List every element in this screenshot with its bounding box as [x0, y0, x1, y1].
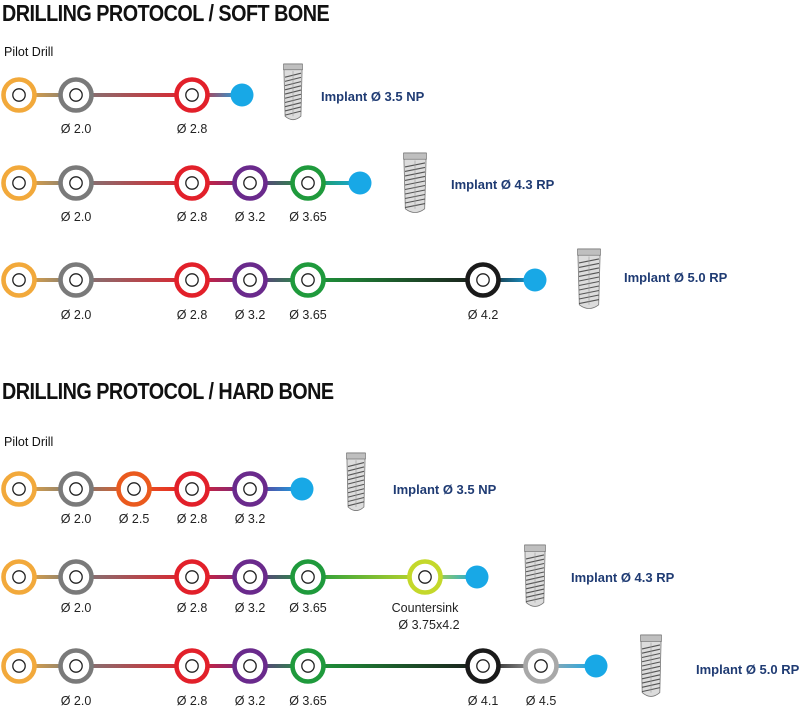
- implant-label: Implant Ø 4.3 RP: [451, 177, 555, 192]
- implant-label: Implant Ø 3.5 NP: [321, 89, 425, 104]
- drill-ring-d4-2: [465, 262, 501, 298]
- drill-ring-d3-65: [290, 262, 326, 298]
- implant-endpoint-dot: [230, 83, 254, 107]
- drill-ring-d3-75x4.2: [407, 559, 443, 595]
- drill-ring-d2-0: [58, 559, 94, 595]
- implant-icon: [524, 544, 546, 607]
- drill-ring-d3-2: [232, 648, 268, 684]
- implant-icon: [403, 152, 427, 213]
- drill-diameter-label: Ø 3.2: [234, 210, 266, 224]
- hard-bone-title: DRILLING PROTOCOL / HARD BONE: [2, 378, 334, 404]
- drill-ring-pilot: [1, 471, 37, 507]
- drill-diameter-label: Ø 2.8: [176, 601, 208, 615]
- drill-ring-pilot: [1, 77, 37, 113]
- drill-diameter-label: Ø 3.65: [289, 694, 327, 708]
- drill-diameter-label: Ø 3.2: [234, 512, 266, 526]
- drill-diameter-label: Ø 2.0: [60, 210, 92, 224]
- drill-ring-pilot: [1, 648, 37, 684]
- drill-diameter-label: Ø 2.8: [176, 694, 208, 708]
- drill-ring-pilot: [1, 559, 37, 595]
- drill-diameter-label: Ø 3.2: [234, 694, 266, 708]
- implant-endpoint-dot: [465, 565, 489, 589]
- drill-ring-d2-0: [58, 648, 94, 684]
- drill-ring-d3-2: [232, 559, 268, 595]
- drill-ring-d3-2: [232, 262, 268, 298]
- drill-diameter-label: Ø 2.0: [60, 122, 92, 136]
- drill-ring-d2-8: [174, 648, 210, 684]
- drill-diameter-label: Ø 2.0: [60, 512, 92, 526]
- drill-diameter-label: Ø 2.8: [176, 122, 208, 136]
- implant-icon: [640, 634, 662, 697]
- implant-endpoint-dot: [523, 268, 547, 292]
- drill-ring-d3-65: [290, 648, 326, 684]
- drill-ring-d2-5: [116, 471, 152, 507]
- drill-ring-d2-0: [58, 471, 94, 507]
- drill-ring-d4-1: [465, 648, 501, 684]
- drill-ring-d2-8: [174, 165, 210, 201]
- implant-endpoint-dot: [290, 477, 314, 501]
- hard-bone-pilot-drill-label: Pilot Drill: [4, 435, 54, 449]
- drill-diameter-label: Ø 2.0: [60, 601, 92, 615]
- drill-diameter-label: Ø 2.5: [118, 512, 150, 526]
- implant-icon: [577, 248, 601, 309]
- drill-ring-pilot: [1, 262, 37, 298]
- drill-ring-d2-0: [58, 262, 94, 298]
- drill-ring-d2-0: [58, 165, 94, 201]
- drill-diameter-label: Ø 3.2: [234, 601, 266, 615]
- implant-icon: [283, 63, 303, 121]
- drill-diameter-label: Ø 2.0: [60, 694, 92, 708]
- drill-diameter-label: Ø 4.5: [525, 694, 557, 708]
- implant-endpoint-dot: [348, 171, 372, 195]
- drill-diameter-label: Ø 2.8: [176, 512, 208, 526]
- drill-diameter-label: Ø 3.65: [289, 210, 327, 224]
- drill-diameter-label: Ø 4.2: [467, 308, 499, 322]
- drill-diameter-label: Ø 2.8: [176, 210, 208, 224]
- soft-bone-pilot-drill-label: Pilot Drill: [4, 45, 54, 59]
- implant-label: Implant Ø 5.0 RP: [696, 662, 799, 677]
- drill-diameter-label: Ø 4.1: [467, 694, 499, 708]
- implant-label: Implant Ø 4.3 RP: [571, 570, 675, 585]
- drill-ring-d2-8: [174, 559, 210, 595]
- drill-ring-pilot: [1, 165, 37, 201]
- drill-diameter-label: Ø 3.2: [234, 308, 266, 322]
- drill-ring-d2-8: [174, 77, 210, 113]
- drill-ring-d2-8: [174, 471, 210, 507]
- drill-ring-d2-0: [58, 77, 94, 113]
- drill-diameter-label: Ø 2.8: [176, 308, 208, 322]
- drill-ring-d3-65: [290, 559, 326, 595]
- drill-diameter-label: Countersink: [391, 601, 459, 615]
- drill-ring-d2-8: [174, 262, 210, 298]
- drill-ring-d3-2: [232, 165, 268, 201]
- implant-label: Implant Ø 3.5 NP: [393, 482, 497, 497]
- countersink-diameter-label: Ø 3.75x4.2: [398, 618, 460, 632]
- implant-label: Implant Ø 5.0 RP: [624, 270, 728, 285]
- soft-bone-title: DRILLING PROTOCOL / SOFT BONE: [2, 0, 330, 26]
- drill-ring-d3-65: [290, 165, 326, 201]
- drill-diameter-label: Ø 2.0: [60, 308, 92, 322]
- drill-ring-d3-2: [232, 471, 268, 507]
- drill-diameter-label: Ø 3.65: [289, 601, 327, 615]
- drill-diameter-label: Ø 3.65: [289, 308, 327, 322]
- implant-endpoint-dot: [584, 654, 608, 678]
- drill-ring-d4-5: [523, 648, 559, 684]
- implant-icon: [346, 452, 366, 511]
